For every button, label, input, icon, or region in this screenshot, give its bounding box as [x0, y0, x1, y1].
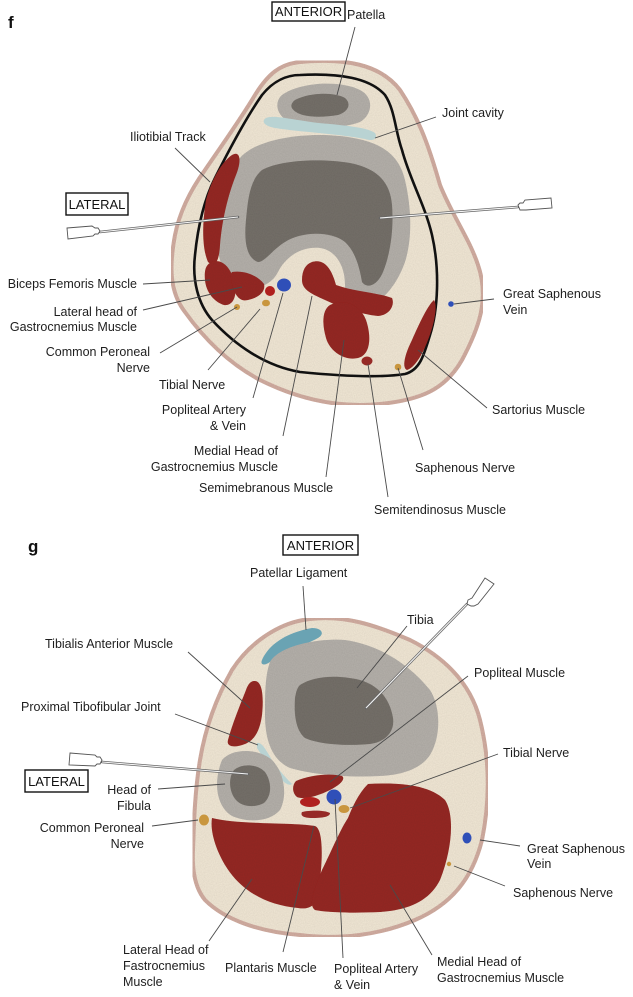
great-saphenous-vein-f: [448, 301, 454, 307]
panel-letter-g: g: [28, 537, 38, 556]
label-popliteal-av-2-g: & Vein: [334, 978, 370, 992]
anterior-box-g: [282, 534, 359, 556]
needle-lateral-g: [68, 752, 250, 776]
iliotibial-band-muscle: [203, 153, 240, 265]
semitendinosus-muscle: [361, 356, 373, 366]
label-popliteal-av-2: & Vein: [210, 419, 246, 433]
label-common-peroneal-2-g: Nerve: [111, 837, 144, 851]
label-common-peroneal-1: Common Peroneal: [46, 345, 150, 359]
label-semitendinosus: Semitendinosus Muscle: [374, 503, 506, 517]
lateral-gastrocnemius-muscle-g: [211, 818, 322, 909]
label-tibial-nerve-g: Tibial Nerve: [503, 746, 569, 760]
label-saphenous-nerve-g: Saphenous Nerve: [513, 886, 613, 900]
label-lateral-head-2: Fastrocnemius: [123, 959, 205, 973]
fibula-inner: [230, 765, 271, 807]
great-saphenous-vein-g: [462, 832, 472, 844]
label-iliotibial-track: Iliotibial Track: [130, 130, 206, 144]
panel-g: g ANTERIOR LATERAL: [21, 534, 625, 992]
semimembranosus-muscle: [323, 302, 370, 359]
label-joint-cavity: Joint cavity: [442, 106, 505, 120]
label-lateral-head-1: Lateral Head of: [123, 943, 209, 957]
label-plantaris: Plantaris Muscle: [225, 961, 317, 975]
leader-lines-f: [142, 26, 495, 498]
needle-lateral-f: [66, 215, 240, 240]
lateral-gastrocnemius-muscle-f: [230, 271, 265, 301]
label-tibialis-anterior: Tibialis Anterior Muscle: [45, 637, 173, 651]
label-great-saphenous-1-g: Great Saphenous: [527, 842, 625, 856]
label-head-fibula-2: Fibula: [117, 799, 151, 813]
lateral-box-f: [65, 192, 129, 216]
leader-lines-g: [151, 585, 521, 959]
label-semimembranous: Semimebranous Muscle: [199, 481, 333, 495]
label-lateral-gastroc-2: Gastrocnemius Muscle: [10, 320, 137, 334]
patella-inner: [291, 93, 349, 117]
medial-gastrocnemius-muscle-g: [311, 783, 452, 913]
panel-letter-f: f: [8, 13, 14, 32]
popliteus-muscle: [293, 774, 344, 799]
label-biceps-femoris: Biceps Femoris Muscle: [8, 277, 137, 291]
popliteal-vein-f: [277, 278, 291, 292]
needle-anterior-g: [364, 577, 495, 710]
saphenous-nerve-f: [394, 363, 402, 371]
label-patellar-ligament: Patellar Ligament: [250, 566, 348, 580]
anterior-label-g: ANTERIOR: [287, 538, 354, 553]
label-tibial-nerve-f: Tibial Nerve: [159, 378, 225, 392]
anterior-label-f: ANTERIOR: [275, 4, 342, 19]
label-head-fibula-1: Head of: [107, 783, 151, 797]
label-lateral-gastroc-1: Lateral head of: [54, 305, 138, 319]
label-tibia: Tibia: [407, 613, 434, 627]
label-great-saphenous-1-f: Great Saphenous: [503, 287, 601, 301]
label-lateral-head-3: Muscle: [123, 975, 163, 989]
label-great-saphenous-2-f: Vein: [503, 303, 527, 317]
label-medial-gastroc-1: Medial Head of: [194, 444, 279, 458]
saphenous-nerve-g: [446, 861, 452, 867]
lateral-label-f: LATERAL: [69, 197, 126, 212]
sartorius-muscle: [404, 300, 436, 370]
tibial-nerve-g: [338, 805, 350, 813]
label-medial-gastroc-2: Gastrocnemius Muscle: [151, 460, 278, 474]
plantaris-muscle: [301, 810, 330, 818]
popliteal-vein-g: [326, 789, 342, 805]
popliteal-artery-f: [265, 286, 275, 296]
joint-cavity-shape: [263, 116, 376, 141]
tibia-inner: [294, 676, 394, 745]
label-medial-head-1-g: Medial Head of: [437, 955, 522, 969]
label-common-peroneal-1-g: Common Peroneal: [40, 821, 144, 835]
lateral-label-g: LATERAL: [28, 774, 85, 789]
panel-f: f ANTERIOR LATERAL: [8, 1, 601, 517]
label-sartorius: Sartorius Muscle: [492, 403, 585, 417]
label-popliteal-muscle: Popliteal Muscle: [474, 666, 565, 680]
popliteal-artery-g: [300, 797, 320, 807]
common-peroneal-nerve-g: [199, 814, 209, 826]
femur-inner: [245, 160, 393, 286]
medial-gastrocnemius-muscle-f: [302, 261, 393, 316]
label-medial-head-2-g: Gastrocnemius Muscle: [437, 971, 564, 985]
label-popliteal-av-1-g: Popliteal Artery: [334, 962, 419, 976]
label-common-peroneal-2: Nerve: [117, 361, 150, 375]
tibial-nerve-f: [262, 299, 270, 307]
lateral-box-g: [24, 769, 89, 793]
tibialis-anterior-muscle: [227, 680, 263, 747]
label-saphenous-nerve-f: Saphenous Nerve: [415, 461, 515, 475]
label-proximal-tibiofibular: Proximal Tibofibular Joint: [21, 700, 161, 714]
label-great-saphenous-2-g: Vein: [527, 857, 551, 871]
needle-medial-f: [378, 197, 553, 220]
label-popliteal-av-1: Popliteal Artery: [162, 403, 247, 417]
label-patella: Patella: [347, 8, 385, 22]
anterior-box-f: [271, 1, 346, 22]
